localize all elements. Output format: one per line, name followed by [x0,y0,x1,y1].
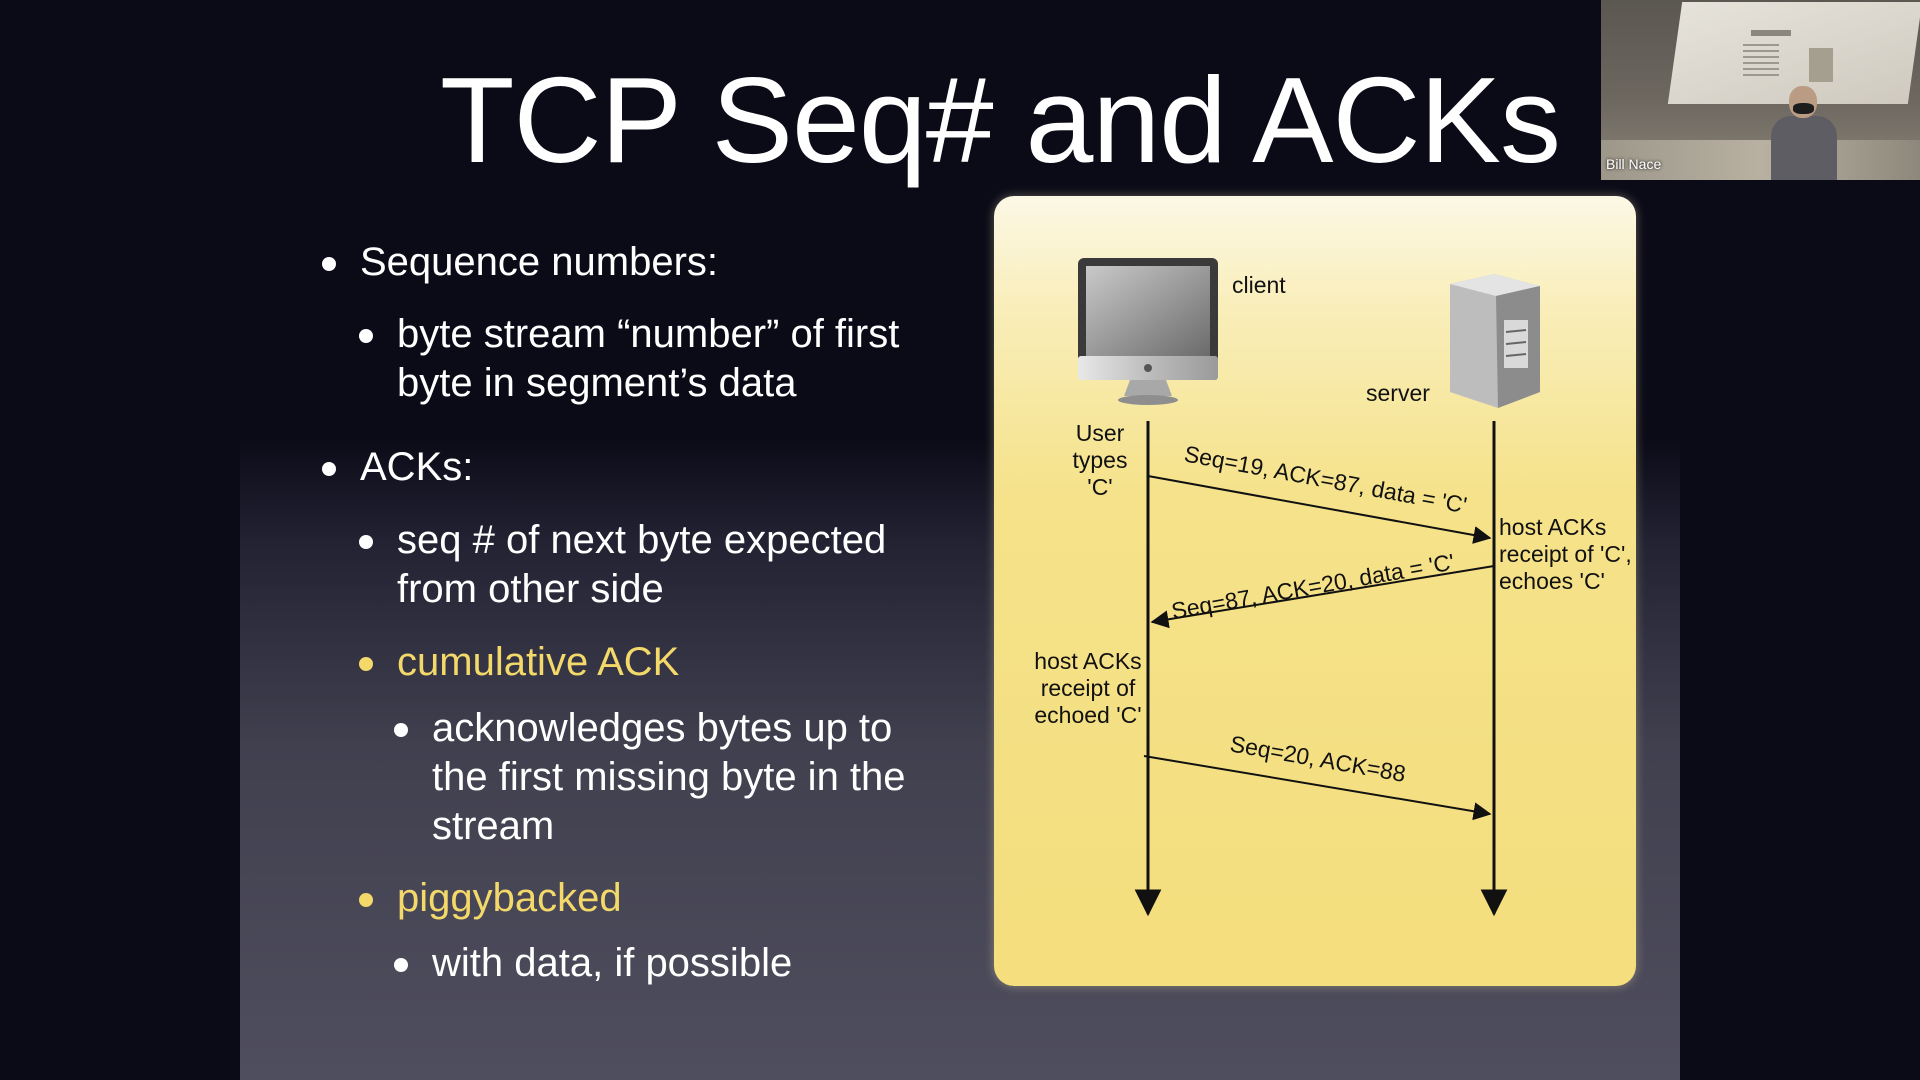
projected-slide-image [1809,48,1833,82]
bullet-text-line: from other side [397,567,664,611]
projected-slide-title [1751,30,1791,36]
message-arrow-1 [1147,475,1492,544]
bullet-dot-icon [394,958,408,972]
bullet-text-line: byte in segment’s data [397,361,797,405]
bullet-dot-icon [359,657,373,671]
presenter-body [1771,116,1837,180]
bullet-text: ACKs: [360,445,474,489]
stage-floor [1601,140,1920,180]
bullet-with-data: with data, if possible [394,939,793,988]
bullet-dot-icon [394,723,408,737]
message-arrow-2 [1150,565,1495,629]
bullet-dot-icon [359,329,373,343]
webcam-video-feed: Bill Nace [1601,0,1920,180]
bullet-text-line: stream [432,804,555,848]
bullet-dot-icon [359,893,373,907]
bullet-text: Sequence numbers: [360,240,719,284]
projected-slide-text [1743,44,1779,78]
server-host-acks-note: host ACKs receipt of 'C', echoes 'C' [1499,514,1632,594]
bullet-text-line: the first missing byte in the [432,755,906,799]
server-label: server [1366,380,1430,406]
bullet-text: piggybacked [397,876,622,920]
participant-name-label: Bill Nace [1606,156,1662,172]
bullet-text-line: byte stream “number” of first [397,312,900,356]
bullet-dot-icon [322,462,336,476]
bullet-dot-icon [359,535,373,549]
client-user-types-note: User types 'C' [1072,420,1128,500]
bullet-byte-stream-number: byte stream “number” of first byte in se… [359,310,900,408]
presenter-mask [1793,103,1814,114]
bullet-piggybacked: piggybacked [359,874,622,923]
message-arrow-3 [1143,755,1492,821]
bullet-dot-icon [322,257,336,271]
bullet-text-line: seq # of next byte expected [397,518,887,562]
bullet-text: with data, if possible [432,941,793,985]
server-tower-icon [1450,274,1540,408]
bullet-acknowledges-bytes: acknowledges bytes up to the first missi… [394,704,906,851]
bullet-text-line: acknowledges bytes up to [432,706,893,750]
bullet-next-byte-expected: seq # of next byte expected from other s… [359,516,887,614]
bullet-cumulative-ack: cumulative ACK [359,638,680,687]
tcp-sequence-diagram: client server User types 'C' host ACKs r… [994,196,1636,986]
client-label: client [1232,272,1286,298]
client-host-acks-note: host ACKs receipt of echoed 'C' [1034,648,1142,728]
bullet-sequence-numbers: Sequence numbers: [322,238,719,287]
slide-title: TCP Seq# and ACKs [439,52,1561,188]
diagram-graphics [1078,258,1540,917]
bullet-text: cumulative ACK [397,640,680,684]
imac-icon [1078,258,1218,405]
bullet-acks: ACKs: [322,443,474,492]
